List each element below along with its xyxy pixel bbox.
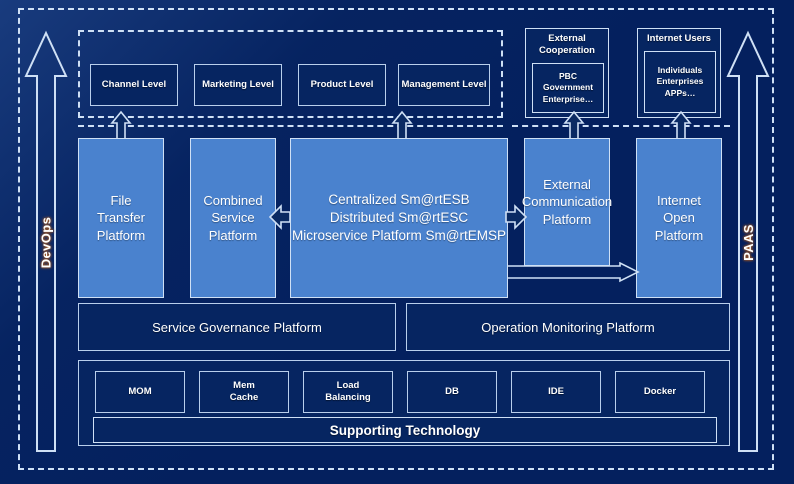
arrow-up-outline-icon: [670, 110, 692, 140]
arrow-up-outline-icon: [391, 110, 413, 140]
arrow-up-center-platform: [391, 110, 413, 140]
platform-external-communication[interactable]: External Communication Platform: [521, 138, 613, 266]
platform-combined-service-label: Combined Service Platform: [203, 192, 263, 243]
platform-combined-service[interactable]: Combined Service Platform: [190, 138, 276, 298]
platform-internet-open[interactable]: Internet Open Platform: [636, 138, 722, 298]
tech-box-mem-cache-label: Mem Cache: [229, 380, 259, 403]
layer-divider-left: [78, 125, 503, 127]
arrow-right-line-icon: [508, 262, 640, 283]
tech-box-ide[interactable]: IDE: [511, 371, 601, 413]
internet-users-title: Internet Users: [647, 33, 711, 44]
level-box-product[interactable]: Product Level: [298, 64, 386, 106]
level-box-management[interactable]: Management Level: [398, 64, 490, 106]
tech-box-ide-label: IDE: [548, 386, 564, 398]
arrow-right-outline-icon: [505, 204, 528, 230]
tech-box-docker-label: Docker: [643, 386, 677, 398]
level-box-management-label: Management Level: [401, 79, 487, 91]
arrow-up-external-communication: [563, 110, 585, 140]
bar-service-governance-label: Service Governance Platform: [152, 319, 322, 335]
paas-arrow: PAAS: [726, 30, 770, 454]
supporting-technology-container: MOM Mem Cache Load Balancing DB IDE Dock…: [78, 360, 730, 446]
platform-internet-open-label: Internet Open Platform: [654, 192, 704, 243]
arrow-up-outline-icon: [110, 110, 132, 140]
tech-box-mom-label: MOM: [128, 386, 152, 398]
arrow-left-to-combined-service: [268, 203, 292, 231]
level-box-channel-label: Channel Level: [101, 79, 167, 91]
bar-operation-monitoring[interactable]: Operation Monitoring Platform: [406, 303, 730, 351]
arrow-up-outline-icon: [726, 30, 770, 452]
outer-dashed-border: [18, 8, 774, 470]
tech-box-load-balancing[interactable]: Load Balancing: [303, 371, 393, 413]
platform-esb-esc-emsp-label: Centralized Sm@rtESB Distributed Sm@rtES…: [292, 191, 506, 244]
arrow-line-center-to-internet-open: [508, 262, 640, 288]
level-box-marketing[interactable]: Marketing Level: [194, 64, 282, 106]
bar-service-governance[interactable]: Service Governance Platform: [78, 303, 396, 351]
arrow-up-file-transfer: [110, 110, 132, 140]
supporting-technology-bar-label: Supporting Technology: [329, 422, 481, 438]
internet-users-box[interactable]: Internet Users Individuals Enterprises A…: [637, 28, 721, 118]
business-level-group: [78, 30, 503, 118]
external-cooperation-title: External Cooperation: [539, 33, 595, 56]
external-cooperation-inner: PBC Government Enterprise…: [532, 63, 604, 113]
platform-file-transfer-label: File Transfer Platform: [96, 192, 146, 243]
arrow-up-outline-icon: [563, 110, 585, 140]
tech-box-db-label: DB: [445, 386, 459, 398]
level-box-marketing-label: Marketing Level: [202, 79, 274, 91]
level-box-product-label: Product Level: [310, 79, 374, 91]
tech-box-mom[interactable]: MOM: [95, 371, 185, 413]
arrow-right-to-external-communication: [504, 203, 528, 231]
supporting-technology-bar[interactable]: Supporting Technology: [93, 417, 717, 443]
arrow-up-outline-icon: [24, 30, 68, 452]
tech-box-mem-cache[interactable]: Mem Cache: [199, 371, 289, 413]
devops-arrow: DevOps: [24, 30, 68, 454]
level-box-channel[interactable]: Channel Level: [90, 64, 178, 106]
arrow-left-outline-icon: [268, 204, 291, 230]
tech-box-load-balancing-label: Load Balancing: [325, 380, 371, 403]
tech-box-docker[interactable]: Docker: [615, 371, 705, 413]
platform-esb-esc-emsp[interactable]: Centralized Sm@rtESB Distributed Sm@rtES…: [290, 138, 508, 298]
arrow-up-internet-open: [670, 110, 692, 140]
internet-users-inner: Individuals Enterprises APPs…: [644, 51, 716, 113]
bar-operation-monitoring-label: Operation Monitoring Platform: [481, 319, 655, 335]
tech-box-db[interactable]: DB: [407, 371, 497, 413]
platform-file-transfer[interactable]: File Transfer Platform: [78, 138, 164, 298]
external-cooperation-box[interactable]: External Cooperation PBC Government Ente…: [525, 28, 609, 118]
platform-external-communication-label: External Communication Platform: [521, 176, 613, 227]
layer-divider-right: [512, 125, 730, 127]
